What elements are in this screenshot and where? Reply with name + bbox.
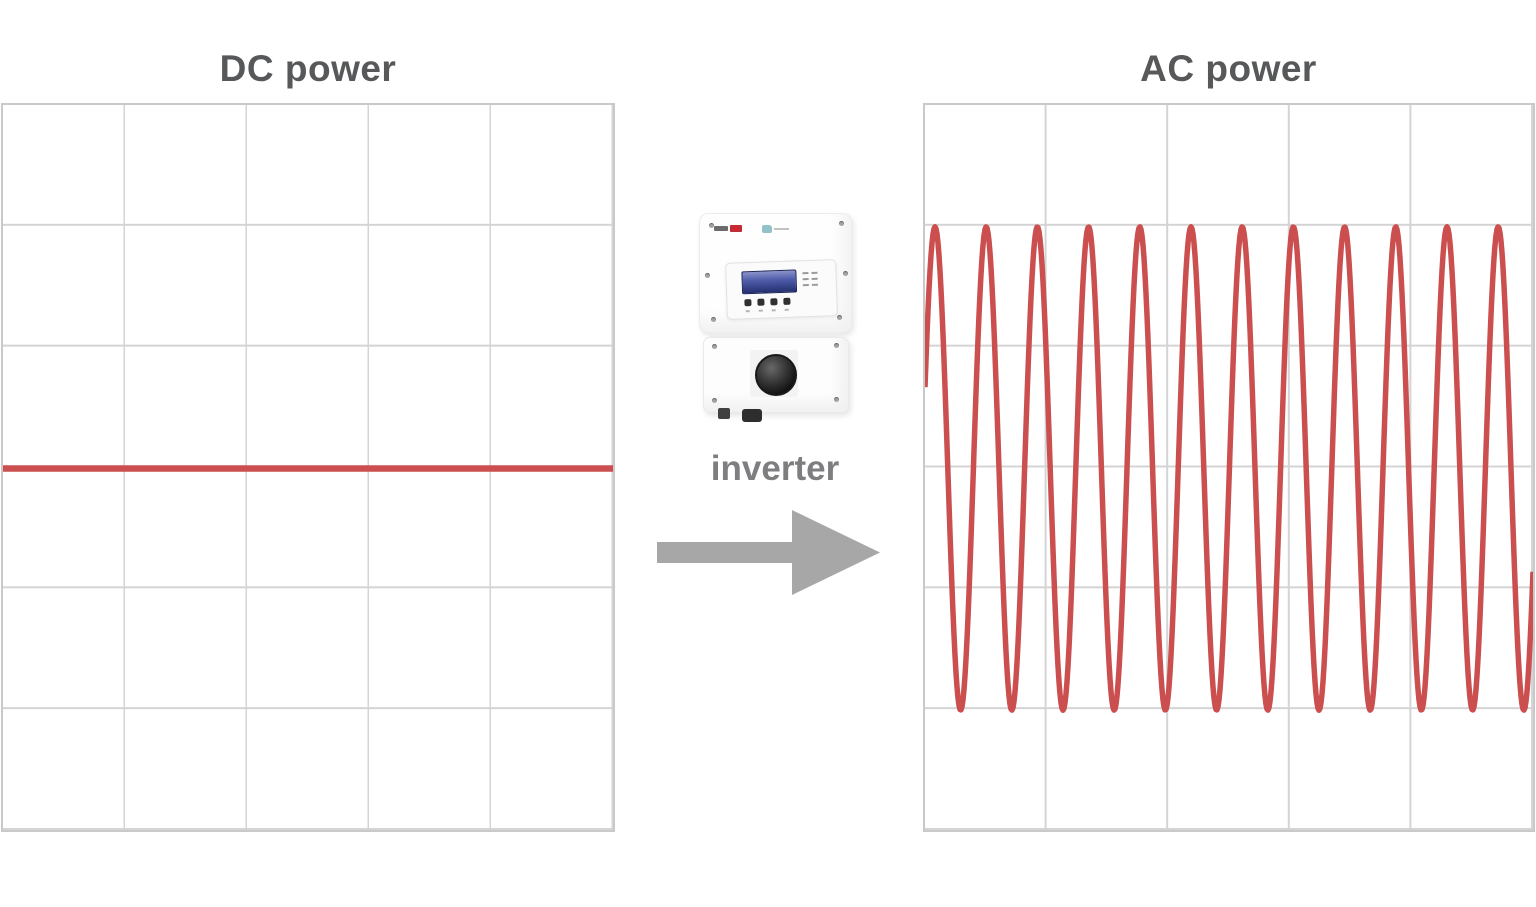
indicator-mark [802, 272, 809, 275]
cable-gland-icon [718, 408, 730, 419]
vent-knob-icon [755, 354, 797, 396]
inverter-device-photo [695, 210, 861, 422]
button-label-mark [771, 309, 776, 312]
button-label-mark [758, 309, 763, 312]
cable-gland-icon [742, 409, 762, 422]
screw-icon [837, 315, 842, 320]
logo-spacer [744, 228, 760, 229]
logo-text-mark [714, 226, 728, 231]
vent-plate [750, 350, 798, 397]
ac-sine-wave [925, 224, 1533, 713]
dc-waveform-grid [1, 103, 615, 832]
button-label-mark [745, 310, 750, 313]
indicator-mark [811, 271, 818, 274]
screw-icon [709, 223, 714, 228]
display-panel [725, 259, 838, 320]
screw-icon [712, 344, 717, 349]
inverter-top-unit [699, 213, 852, 333]
indicator-mark [802, 278, 809, 281]
unit-join [709, 332, 839, 337]
screw-icon [705, 273, 710, 278]
inverter-label: inverter [710, 449, 840, 488]
inverter-bottom-unit [703, 337, 849, 422]
screw-icon [712, 398, 717, 403]
logo-gray-mark [774, 227, 789, 230]
screw-icon [843, 271, 848, 276]
device-button [770, 298, 778, 306]
screw-icon [839, 221, 844, 226]
button-label-mark [784, 308, 789, 311]
screw-icon [834, 343, 839, 348]
device-button [783, 297, 791, 305]
ac-waveform-grid [923, 103, 1535, 832]
hd-wave-logo-icon [762, 224, 772, 233]
lcd-screen [741, 269, 798, 295]
device-button [757, 298, 765, 306]
arrow-right-icon [657, 510, 880, 595]
screw-icon [834, 397, 839, 402]
indicator-mark [802, 284, 809, 287]
dc-panel-title: DC power [219, 48, 397, 89]
ac-panel-title: AC power [1140, 48, 1317, 89]
screw-icon [711, 317, 716, 322]
solaredge-logo [714, 224, 789, 233]
indicator-mark [811, 277, 818, 280]
dc-flat-line [3, 465, 613, 472]
device-button [744, 299, 752, 307]
indicator-mark [811, 283, 818, 286]
logo-red-mark [730, 225, 742, 232]
